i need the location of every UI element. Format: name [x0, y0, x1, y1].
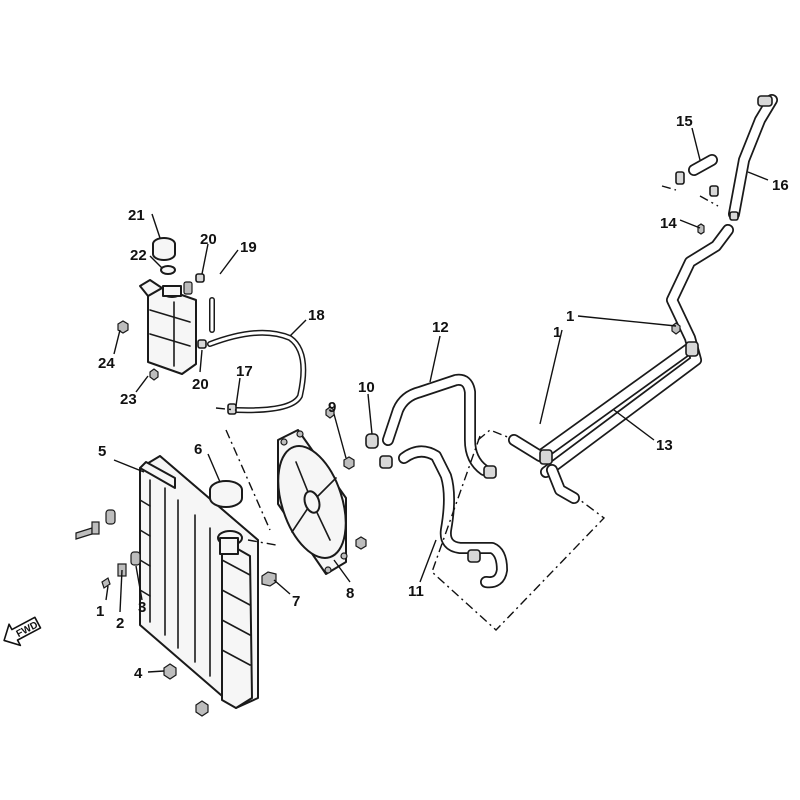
callout-12: 12	[432, 319, 449, 336]
callout-4: 4	[134, 665, 143, 682]
tank-bolt	[117, 320, 129, 334]
coolant-hose-lower	[398, 445, 508, 589]
assembly-lines	[215, 185, 719, 631]
callout-1c: 1	[96, 603, 104, 620]
callout-23: 23	[120, 391, 137, 408]
callout-22: 22	[130, 247, 147, 264]
callout-leaders	[105, 127, 769, 673]
coolant-overflow-tank	[139, 279, 197, 381]
fwd-label: FWD	[15, 620, 40, 640]
callout-11: 11	[408, 583, 424, 600]
coolant-pipe-assembly	[508, 224, 734, 504]
radiator-cap	[209, 480, 243, 508]
callout-9: 9	[328, 399, 336, 416]
callout-1a: 1	[566, 308, 574, 325]
callout-18: 18	[308, 307, 325, 324]
callout-1b: 1	[553, 324, 561, 341]
callout-20a: 20	[200, 231, 217, 248]
callout-24: 24	[98, 355, 115, 372]
callout-3: 3	[138, 599, 146, 616]
callout-6: 6	[194, 441, 202, 458]
callout-21: 21	[128, 207, 145, 224]
callout-labels: 1 1 1 2 3 4 5 6 7 8 9 10 11 12 13 14 15 …	[96, 113, 789, 682]
callout-7: 7	[292, 593, 300, 610]
fan-hardware	[325, 406, 393, 550]
forward-arrow-icon: FWD	[3, 616, 42, 647]
callout-19: 19	[240, 239, 257, 256]
callout-8: 8	[346, 585, 354, 602]
callout-16: 16	[772, 177, 789, 194]
overflow-tank-cap	[152, 237, 176, 275]
callout-5: 5	[98, 443, 106, 460]
callout-10: 10	[358, 379, 375, 396]
overflow-hoses	[195, 273, 307, 415]
coolant-hose-upper-right	[675, 94, 778, 235]
callout-20b: 20	[192, 376, 209, 393]
radiator	[139, 455, 259, 717]
callout-14: 14	[660, 215, 677, 232]
callout-2: 2	[116, 615, 124, 632]
callout-15: 15	[676, 113, 693, 130]
radiator-mounting-hardware	[75, 509, 277, 680]
callout-13: 13	[656, 437, 673, 454]
callout-17: 17	[236, 363, 253, 380]
cooling-fan	[277, 429, 348, 575]
